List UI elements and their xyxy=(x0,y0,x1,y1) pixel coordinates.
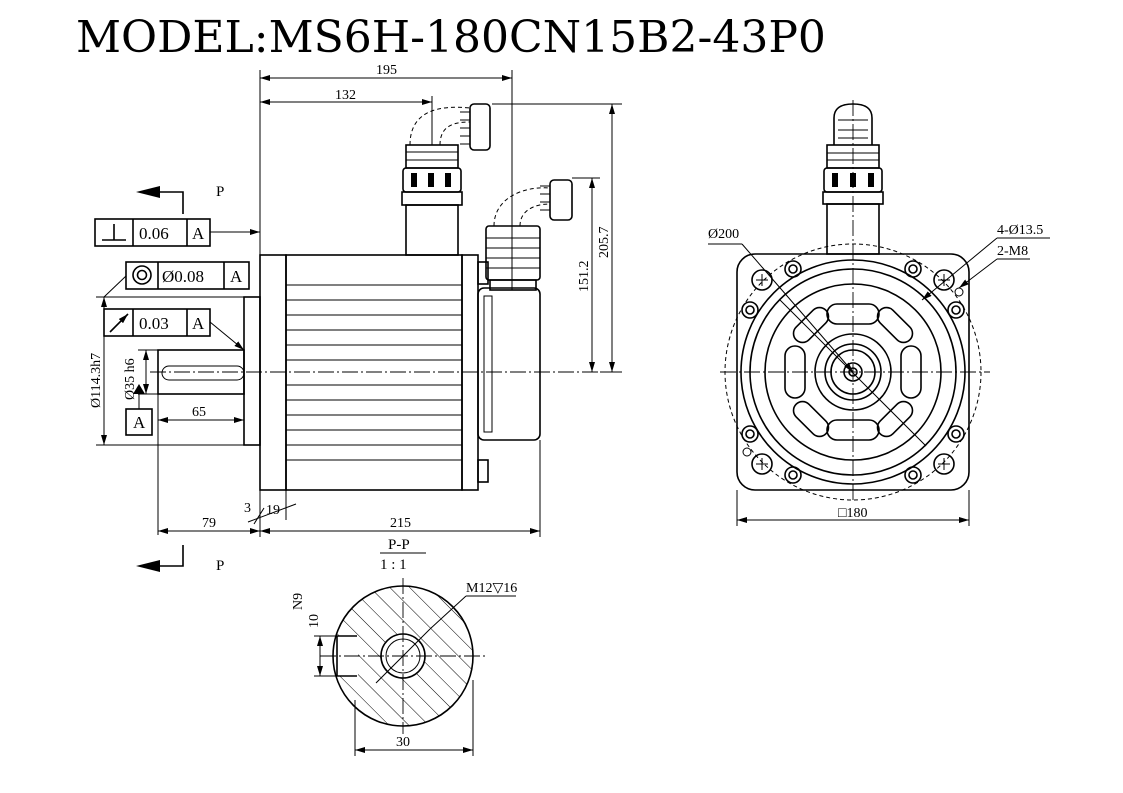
dim-tap-thread: M12▽16 xyxy=(466,581,517,596)
dim-shaft-dia: Ø35 h6 xyxy=(123,358,138,400)
dim-3: 3 xyxy=(244,501,251,516)
section-label-top: P xyxy=(216,184,224,200)
perp-value: 0.06 xyxy=(139,224,169,243)
rear-bolt-bottom xyxy=(477,459,489,483)
section-scale: 1 : 1 xyxy=(380,557,407,573)
shaft-key xyxy=(161,365,245,381)
pilot-boss xyxy=(243,296,261,446)
encoder-housing xyxy=(477,287,541,441)
dim-195: 195 xyxy=(376,63,397,78)
dim-215: 215 xyxy=(390,516,411,531)
conc-datum: A xyxy=(230,267,243,286)
encoder-connector xyxy=(485,179,573,291)
dim-pilot-dia: Ø114.3h7 xyxy=(89,353,104,408)
model-title: MODEL:MS6H-180CN15B2-43P0 xyxy=(76,12,826,63)
flange-plate xyxy=(259,254,287,491)
gdt-perpendicularity: 0.06 A xyxy=(94,218,260,247)
side-dimensions: 195 132 205.7 151.2 Ø114.3h7 Ø35 h6 65 7… xyxy=(89,63,622,537)
front-view xyxy=(708,100,990,501)
power-connector xyxy=(401,103,491,256)
dim-65: 65 xyxy=(192,405,206,420)
dim-mount-holes: 4-Ø13.5 xyxy=(997,223,1043,238)
side-view xyxy=(150,103,620,491)
front-dimensions: Ø200 4-Ø13.5 2-M8 □180 xyxy=(708,223,1050,526)
rear-cap xyxy=(461,254,479,491)
datum-a-label: A xyxy=(133,413,146,432)
dim-205-7: 205.7 xyxy=(597,227,612,259)
section-title: P-P xyxy=(388,537,410,553)
dim-key-width: N9 xyxy=(291,593,306,610)
perp-datum: A xyxy=(192,224,205,243)
runout-datum: A xyxy=(192,314,205,333)
gdt-concentricity: Ø0.08 A xyxy=(103,261,250,298)
section-label-bottom: P xyxy=(216,558,224,574)
flange-bolts xyxy=(741,260,965,484)
rear-bolt-top xyxy=(477,261,489,285)
dim-flange-square: □180 xyxy=(838,506,867,521)
gdt-runout: 0.03 A xyxy=(103,308,245,351)
section-markers: P P xyxy=(136,184,224,574)
dim-79: 79 xyxy=(202,516,216,531)
section-view: P-P 1 : 1 M12▽16 N9 10 30 xyxy=(291,537,517,756)
dim-132: 132 xyxy=(335,88,356,103)
conc-value: Ø0.08 xyxy=(162,267,204,286)
datum-a: A xyxy=(125,384,153,436)
motor-body xyxy=(285,254,463,491)
runout-value: 0.03 xyxy=(139,314,169,333)
dim-pcd: Ø200 xyxy=(708,227,739,242)
dim-151-2: 151.2 xyxy=(577,261,592,293)
mount-holes xyxy=(751,269,955,475)
cooling-fins xyxy=(286,284,462,461)
dim-section-30: 30 xyxy=(396,735,410,750)
dim-key-depth: 10 xyxy=(307,614,322,628)
dim-19: 19 xyxy=(266,503,280,518)
dim-tapped-holes: 2-M8 xyxy=(997,244,1028,259)
encoder-ring xyxy=(483,295,493,433)
